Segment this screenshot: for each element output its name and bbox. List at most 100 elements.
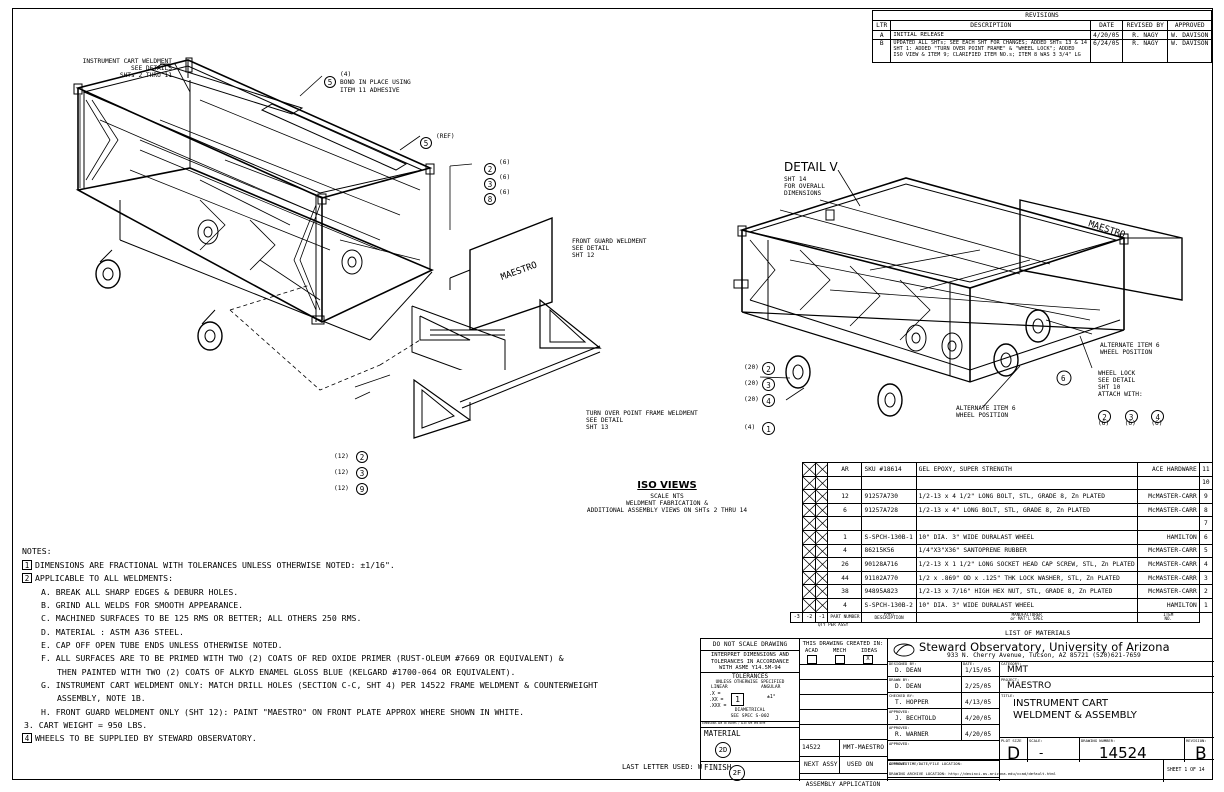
note-line: ASSEMBLY, NOTE 1B.	[22, 692, 598, 705]
note-text: 3. CART WEIGHT = 950 LBS.	[24, 720, 148, 731]
blank-row	[799, 710, 887, 725]
bom-manufacturer: McMASTER-CARR	[1136, 543, 1200, 559]
checked-row: CHECKED BY: T. HOPPER 4/13/05	[887, 693, 999, 709]
drawn-by: D. DEAN	[895, 683, 922, 690]
designed-row: DESIGNED BY: D. DEAN DATE: 1/15/05	[887, 661, 999, 677]
callout-line: DIMENSIONS	[784, 190, 822, 197]
category-row: CATEGORY: MMT	[999, 661, 1214, 677]
bom-description: 1/2-13 x 7/16" HIGH HEX NUT, STL, GRADE …	[915, 584, 1138, 599]
iso-line: WELDMENT FABRICATION &	[626, 500, 708, 508]
bom-item-number: 8	[1198, 502, 1214, 518]
note-text: DIMENSIONS ARE FRACTIONAL WITH TOLERANCE…	[35, 560, 395, 570]
bom-qty: 26	[827, 557, 863, 572]
note-text: B. GRIND ALL WELDS FOR SMOOTH APPEARANCE…	[41, 600, 244, 611]
item-label: NO.	[1164, 616, 1173, 622]
blank-row	[799, 680, 887, 695]
detail-posts	[733, 209, 1129, 289]
bom-manufacturer	[1136, 475, 1200, 491]
bom-qty: 4	[827, 543, 863, 559]
bom-qty	[827, 516, 863, 531]
rev-description-line: UPDATED ALL SHTs; SEE EACH SHT FOR CHANG…	[893, 40, 1088, 47]
item-label: ITEM	[1163, 612, 1174, 617]
bom-x-cell	[802, 543, 816, 559]
callout-cart-weldment: INSTRUMENT CART WELDMENT SEE DETAILS SHT…	[30, 58, 172, 79]
approved-label: APPROVED:	[889, 741, 910, 746]
callout-line: SEE DETAIL	[572, 245, 610, 252]
rev-description-line: ISO VIEW & ITEM 9; CLARIFIED ITEM NO.s; …	[893, 52, 1081, 59]
bom-description	[915, 516, 1138, 531]
rev-by: R. NAGY	[1122, 39, 1169, 63]
rev-description-line: SHT 1: ADDED "TURN OVER POINT FRAME" & "…	[893, 46, 1075, 53]
cross-out-icon	[804, 585, 815, 598]
material-cell: MATERIAL 2D	[701, 728, 799, 762]
tol-headers: LINEAR ANGULAR	[701, 685, 799, 692]
bom-qty: 1	[827, 529, 863, 545]
project-row: PROJECT: MAESTRO	[999, 677, 1214, 693]
note-text: H. FRONT GUARD WELDMENT ONLY (SHT 12): P…	[41, 706, 525, 717]
bom-x-cell	[814, 516, 829, 531]
bom-description: 1/4"X3"X36" SANTOPRENE RUBBER	[915, 543, 1138, 559]
title-block: DO NOT SCALE DRAWING INTERPRET DIMENSION…	[700, 638, 1214, 787]
tol-values: .X = .XX = .XXX = 1 ±1°	[701, 692, 799, 710]
bubble-row: 2 (6)	[484, 157, 510, 175]
title-label: TITLE:	[1001, 693, 1015, 698]
rev-header-date: DATE	[1090, 20, 1124, 31]
sheet-number: SHEET 1 OF 14	[1167, 768, 1205, 773]
manufacturer-label: or MAT'L SPEC	[1010, 616, 1044, 622]
item-bubble-6: 6	[1061, 374, 1066, 383]
drawing-info-block: THIS DRAWING CREATED IN: ACAD MECH IDEAS…	[799, 639, 888, 787]
note-text: F. ALL SURFACES ARE TO BE PRIMED WITH TW…	[41, 653, 564, 664]
cad-options: ACAD MECH IDEAS X	[799, 648, 887, 665]
bom-qty: 4	[827, 597, 863, 613]
tolerances-title: TOLERANCES	[731, 673, 769, 680]
next-assy-values: 14522 MMT-MAESTRO	[799, 739, 887, 757]
approved-label: APPROVED:	[889, 725, 910, 730]
next-assy-project: MMT-MAESTRO	[843, 743, 884, 751]
bom-qty: AR	[827, 462, 863, 477]
tolerance-block: DO NOT SCALE DRAWING INTERPRET DIMENSION…	[701, 639, 800, 781]
bom-description: 1/2-13 X 1 1/2" LONG SOCKET HEAD CAP SCR…	[915, 557, 1138, 572]
scale-label: SCALE:	[1029, 738, 1043, 743]
callout-line: WHEEL POSITION	[956, 412, 1009, 419]
item-bubble: 2	[484, 163, 496, 175]
note-line: F. ALL SURFACES ARE TO BE PRIMED WITH TW…	[22, 652, 598, 665]
item-bubble: 3	[762, 378, 775, 391]
checked-date: 4/13/05	[965, 699, 992, 706]
bom-mark-cell	[790, 489, 804, 504]
spec: SEE SPEC S-002	[701, 714, 799, 722]
cross-out-icon	[804, 572, 815, 584]
bubble-qty: (20)	[744, 380, 759, 387]
drawing-title-line: WELDMENT & ASSEMBLY	[1013, 710, 1137, 721]
item-bubble: 8	[484, 193, 496, 205]
archive-location: DRAWING ARCHIVE LOCATION: http://devinci…	[889, 771, 1056, 776]
bom-part-number: 90128A716	[861, 557, 917, 572]
bom-part-number: 94895A823	[861, 584, 917, 599]
bom-description: 10" DIA. 3" WIDE DURALAST WHEEL	[915, 597, 1138, 613]
tol-xx: .XX =	[709, 698, 724, 704]
bom-manufacturer: McMASTER-CARR	[1136, 570, 1200, 586]
revision-label: REVISION:	[1186, 738, 1207, 743]
diametrical: DIAMETRICAL	[734, 708, 766, 714]
finish-bubble: 2F	[729, 765, 745, 781]
callout-line: WHEEL LOCK	[1098, 370, 1136, 377]
callout-line: SHT 13	[586, 424, 609, 431]
hidden-lines	[229, 284, 421, 391]
note-text: THEN PAINTED WITH TWO (2) COATS OF ALKYD…	[57, 666, 516, 677]
bom-manufacturer	[1136, 516, 1200, 531]
note-line: E. CAP OFF OPEN TUBE ENDS UNLESS OTHERWI…	[22, 639, 598, 652]
bom-x-cell	[802, 475, 816, 491]
project-block: CATEGORY: MMT PROJECT: MAESTRO TITLE: IN…	[999, 661, 1214, 764]
file-location-block: CURRENT TIME/DATE/FILE LOCATION: DRAWING…	[887, 759, 1214, 782]
callout-line: TURN OVER POINT FRAME WELDMENT	[586, 410, 698, 417]
part-number-label: PART NUMBER	[830, 614, 860, 620]
detail-leaders	[759, 170, 1093, 409]
bom-manufacturer: HAMILTON	[1136, 597, 1200, 613]
bom-part-number: 91102A770	[861, 570, 917, 586]
manufacturer-label: MANUFACTURER	[1011, 612, 1042, 617]
bom-manufacturer: McMASTER-CARR	[1136, 557, 1200, 572]
do-not-scale: DO NOT SCALE DRAWING	[701, 639, 799, 651]
